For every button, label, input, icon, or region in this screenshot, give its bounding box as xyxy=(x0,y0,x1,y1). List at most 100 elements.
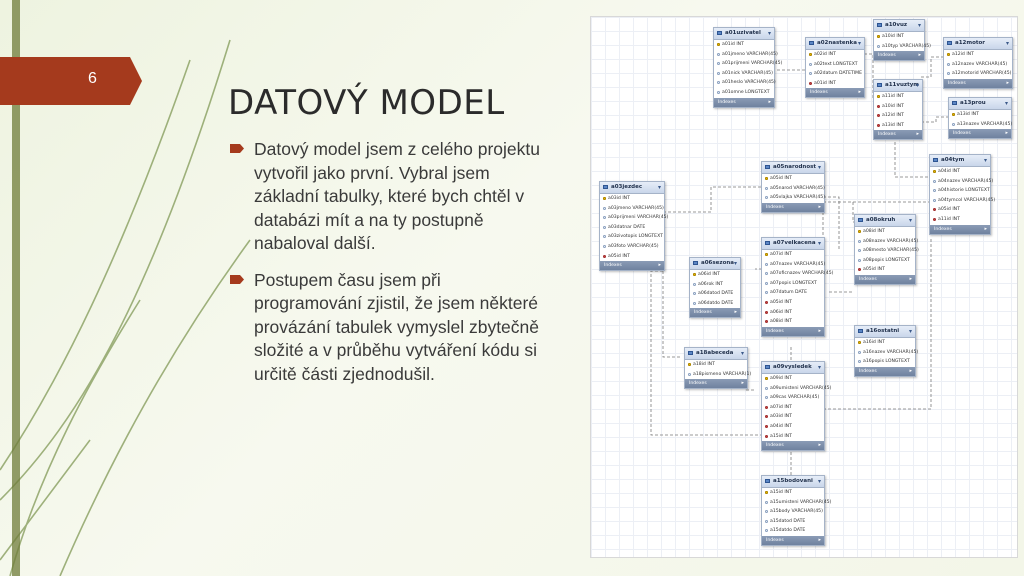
er-column: a05id INT xyxy=(762,298,824,308)
er-table-name: a09vysledek xyxy=(762,362,824,374)
er-table-indexes: Indexes xyxy=(874,130,922,140)
er-table-name: a08okruh xyxy=(855,215,915,227)
bullet-text: Datový model jsem z celého projektu vytv… xyxy=(254,139,540,253)
er-column: a06id INT xyxy=(690,270,740,280)
er-column: a05id INT xyxy=(762,174,824,184)
er-column: a15datod DATE xyxy=(762,517,824,527)
er-column: a02datum DATETIME xyxy=(806,69,864,79)
er-column: a01heslo VARCHAR(45) xyxy=(714,78,776,88)
er-table-indexes: Indexes xyxy=(685,379,747,389)
er-table-indexes: Indexes xyxy=(762,441,824,451)
er-table-name: a13prou xyxy=(949,98,1011,110)
bullet-list: Datový model jsem z celého projektu vytv… xyxy=(228,138,548,399)
bullet-item: Postupem času jsem při programování zjis… xyxy=(228,269,548,387)
er-table-indexes: Indexes xyxy=(944,78,1012,88)
er-column: a04nazev VARCHAR(45) xyxy=(930,177,993,187)
er-column: a07id INT xyxy=(762,403,824,413)
er-column: a03id INT xyxy=(762,412,824,422)
er-column: a11id INT xyxy=(930,215,990,225)
er-table-indexes: Indexes xyxy=(714,97,774,107)
bullet-text: Postupem času jsem při programování zjis… xyxy=(254,269,539,384)
er-column: a03zivotopis LONGTEXT xyxy=(600,232,664,242)
er-column: a15id INT xyxy=(762,432,824,442)
er-column: a18pismeno VARCHAR(1) xyxy=(685,370,751,380)
er-table-indexes: Indexes xyxy=(762,535,824,545)
bullet-item: Datový model jsem z celého projektu vytv… xyxy=(228,138,548,256)
er-column: a08id INT xyxy=(762,317,824,327)
er-table-indexes: Indexes xyxy=(690,308,740,318)
er-column: a10id INT xyxy=(874,32,924,42)
er-column: a09umisteni VARCHAR(45) xyxy=(762,384,831,394)
er-column: a05vlajka VARCHAR(45) xyxy=(762,193,825,203)
er-column: a01jmeno VARCHAR(45) xyxy=(714,50,778,60)
er-table-name: a11vuztym xyxy=(874,80,922,92)
er-column: a02text LONGTEXT xyxy=(806,60,864,70)
er-table-name: a16ostatni xyxy=(855,326,915,338)
er-column: a13id INT xyxy=(874,121,922,131)
er-column: a07popis LONGTEXT xyxy=(762,279,824,289)
er-column: a10id INT xyxy=(874,102,922,112)
er-column: a09id INT xyxy=(762,374,824,384)
er-column: a02id INT xyxy=(806,50,864,60)
er-column: a07datum DATE xyxy=(762,288,824,298)
er-table-indexes: Indexes xyxy=(874,51,924,61)
er-column: a03id INT xyxy=(600,194,664,204)
er-table-name: a05narodnost xyxy=(762,162,824,174)
er-column: a05id INT xyxy=(855,265,915,275)
er-table-name: a03jezdec xyxy=(600,182,664,194)
er-column: a07id INT xyxy=(762,250,824,260)
bullet-arrow-icon xyxy=(230,144,244,153)
er-column: a06rok INT xyxy=(690,280,740,290)
slide-number: 6 xyxy=(88,70,97,87)
er-column: a05narod VARCHAR(45) xyxy=(762,184,825,194)
er-column: a11id INT xyxy=(874,92,922,102)
er-table-indexes: Indexes xyxy=(949,129,1011,139)
er-column: a09cas VARCHAR(45) xyxy=(762,393,824,403)
er-column: a06id INT xyxy=(762,308,824,318)
er-table-indexes: Indexes xyxy=(762,326,824,336)
er-table-indexes: Indexes xyxy=(762,202,824,212)
er-column: a13nazev VARCHAR(45) xyxy=(949,120,1012,130)
bullet-arrow-icon xyxy=(230,274,244,284)
er-column: a08nazev VARCHAR(45) xyxy=(855,237,918,247)
er-column: a01prijmeni VARCHAR(45) xyxy=(714,59,782,69)
slide-number-box: 6 xyxy=(0,57,142,105)
er-column: a12nazev VARCHAR(45) xyxy=(944,60,1012,70)
er-table-indexes: Indexes xyxy=(930,224,990,234)
er-column: a10typ VARCHAR(45) xyxy=(874,42,931,52)
er-column: a04id INT xyxy=(762,422,824,432)
er-column: a12motorid VARCHAR(45) xyxy=(944,69,1012,79)
er-column: a08popis LONGTEXT xyxy=(855,256,915,266)
er-column: a01nick VARCHAR(45) xyxy=(714,69,774,79)
er-column: a15body VARCHAR(45) xyxy=(762,507,824,517)
er-table-name: a12motor xyxy=(944,38,1012,50)
vertical-bar xyxy=(12,0,20,576)
er-column: a12id INT xyxy=(944,50,1012,60)
er-column: a03jmeno VARCHAR(45) xyxy=(600,204,664,214)
er-table-indexes: Indexes xyxy=(600,261,664,271)
er-column: a15id INT xyxy=(762,488,824,498)
er-column: a15datdo DATE xyxy=(762,526,824,536)
er-column: a06datdo DATE xyxy=(690,299,740,309)
er-column: a16popis LONGTEXT xyxy=(855,357,915,367)
er-column: a04historie LONGTEXT xyxy=(930,186,990,196)
er-table-name: a02nastenka xyxy=(806,38,864,50)
er-column: a05id INT xyxy=(600,252,664,262)
er-column: a08mesto VARCHAR(45) xyxy=(855,246,919,256)
er-column: a16nazev VARCHAR(45) xyxy=(855,348,918,358)
er-column: a13id INT xyxy=(949,110,1011,120)
